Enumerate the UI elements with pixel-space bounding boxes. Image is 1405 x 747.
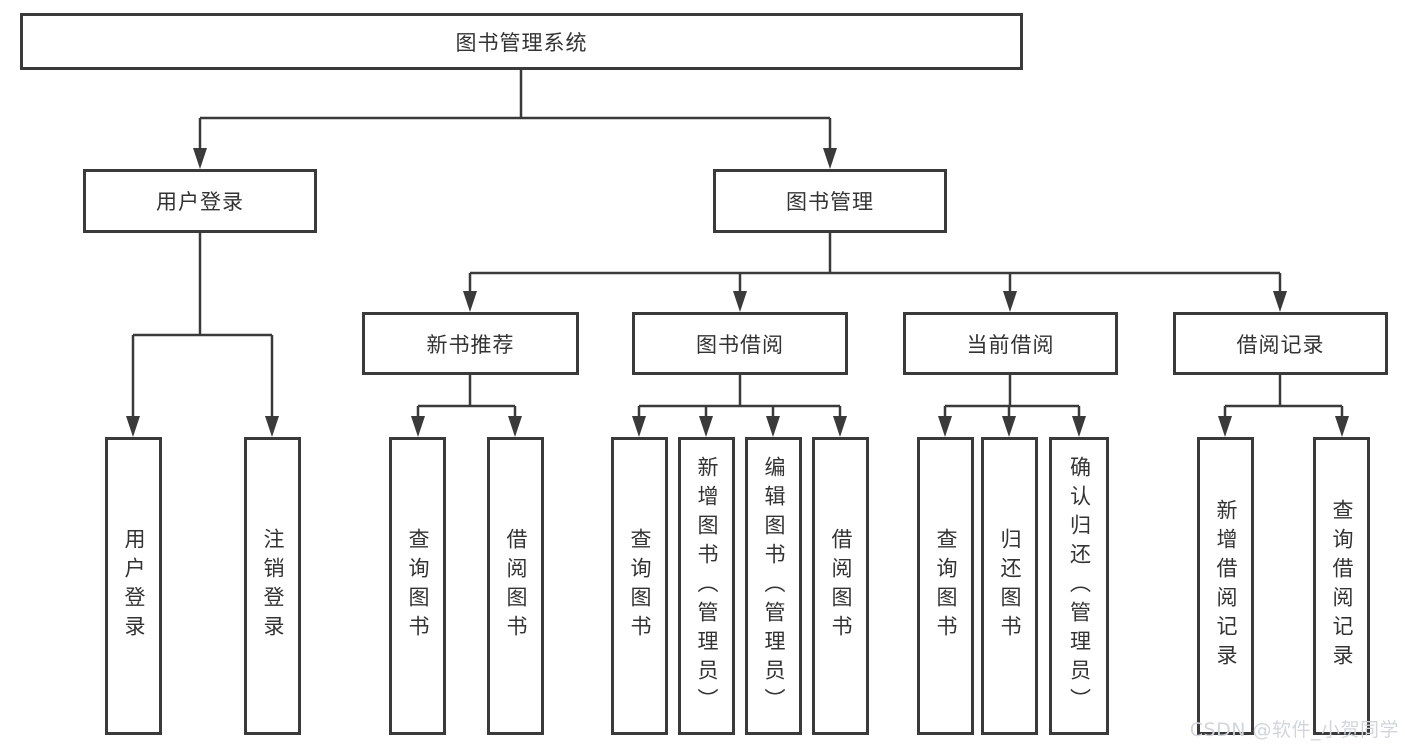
leaf-query-books-borrowing-label: 查询图书 [628, 528, 652, 644]
leaf-borrow-books-borrowing: 借阅图书 [812, 437, 869, 735]
arrowhead-icons [126, 148, 1349, 437]
node-borrowing-records-label: 借阅记录 [1236, 332, 1325, 357]
node-current-borrowing-label: 当前借阅 [966, 332, 1055, 357]
watermark: CSDN @软件_小贺同学 [1189, 719, 1399, 741]
leaf-user-login-label: 用户登录 [122, 528, 146, 644]
leaf-add-books-admin-label: 新增图书（管理员） [695, 455, 719, 717]
leaf-borrow-books-recommend: 借阅图书 [487, 437, 544, 735]
node-book-borrowing: 图书借阅 [632, 312, 848, 375]
leaf-add-borrow-record: 新增借阅记录 [1197, 437, 1254, 735]
leaf-query-books-borrowing: 查询图书 [611, 437, 668, 735]
leaf-user-login: 用户登录 [105, 437, 162, 735]
leaf-add-borrow-record-label: 新增借阅记录 [1214, 499, 1238, 673]
leaf-confirm-return-admin-label: 确认归还（管理员） [1067, 455, 1092, 717]
leaf-add-books-admin: 新增图书（管理员） [678, 437, 735, 735]
leaf-borrow-books-borrowing-label: 借阅图书 [829, 528, 853, 644]
node-borrowing-records: 借阅记录 [1173, 312, 1388, 375]
node-book-management: 图书管理 [713, 169, 947, 233]
leaf-confirm-return-admin: 确认归还（管理员） [1049, 437, 1109, 735]
leaf-borrow-books-recommend-label: 借阅图书 [504, 528, 528, 644]
node-root: 图书管理系统 [20, 13, 1023, 70]
leaf-logout: 注销登录 [244, 437, 301, 735]
node-new-book-recommend-label: 新书推荐 [426, 332, 515, 357]
node-new-book-recommend: 新书推荐 [362, 312, 579, 375]
leaf-query-borrow-record-label: 查询借阅记录 [1330, 499, 1354, 673]
leaf-query-books-current: 查询图书 [917, 437, 974, 735]
node-user-login: 用户登录 [83, 169, 317, 233]
leaf-logout-label: 注销登录 [261, 528, 285, 644]
leaf-return-books-label: 归还图书 [998, 528, 1022, 644]
node-book-management-label: 图书管理 [786, 190, 874, 214]
leaf-query-borrow-record: 查询借阅记录 [1313, 437, 1370, 735]
node-current-borrowing: 当前借阅 [903, 312, 1118, 375]
leaf-query-books-recommend: 查询图书 [389, 437, 446, 735]
node-book-borrowing-label: 图书借阅 [696, 332, 784, 357]
leaf-query-books-current-label: 查询图书 [934, 528, 958, 644]
leaf-return-books: 归还图书 [981, 437, 1038, 735]
leaf-edit-books-admin-label: 编辑图书（管理员） [762, 455, 786, 717]
leaf-query-books-recommend-label: 查询图书 [406, 528, 430, 644]
node-root-label: 图书管理系统 [455, 30, 588, 55]
leaf-edit-books-admin: 编辑图书（管理员） [745, 437, 802, 735]
node-user-login-label: 用户登录 [156, 190, 244, 214]
